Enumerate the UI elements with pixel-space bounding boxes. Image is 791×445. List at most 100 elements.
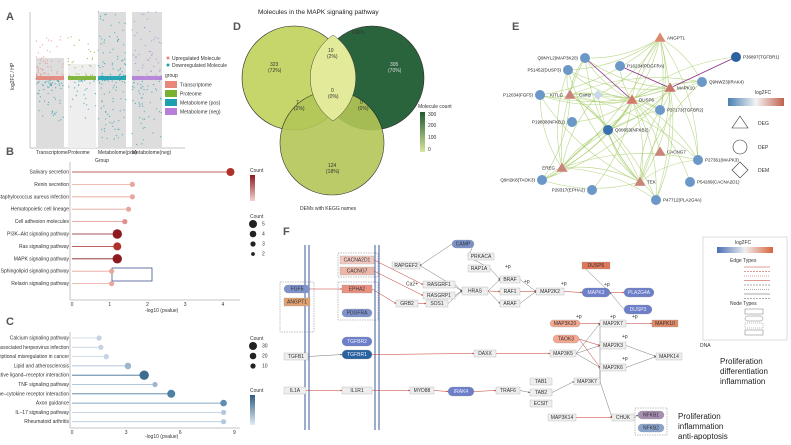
lollipop-dot	[113, 242, 122, 251]
lollipop-label: Salivary secretion	[30, 170, 70, 176]
legend-group-swatch-2	[165, 99, 177, 106]
pathway-edge	[487, 290, 501, 304]
strip-dot	[131, 132, 133, 135]
strip-dot	[68, 86, 70, 88]
strip-dot	[112, 98, 114, 100]
lollipop-label: Neuroactive ligand–receptor interaction	[0, 373, 69, 379]
network-edge	[561, 129, 609, 169]
pathway-label-TAB1: TAB1	[535, 379, 547, 385]
network-node-Q9NWZ3	[697, 77, 707, 87]
venn-colorbar	[420, 112, 425, 152]
strip-dot	[73, 44, 75, 46]
network-edge	[569, 77, 703, 96]
strip-dot	[122, 59, 124, 61]
f-edge-types: Edge Types	[730, 258, 757, 264]
pathway-edge	[487, 279, 501, 292]
strip-dot	[134, 49, 136, 51]
strip-dot	[67, 60, 69, 63]
panel-b-xlabel: -log10 (pvalue)	[145, 308, 179, 314]
strip-dot	[153, 39, 155, 41]
pathway-node-MAP2K7	[599, 319, 627, 328]
strip-dot	[61, 66, 64, 68]
strip-dot	[144, 118, 146, 120]
pathway-label-DUSP3: DUSP3	[630, 307, 647, 313]
strip-dot	[143, 89, 145, 91]
strip-dot	[142, 105, 144, 107]
pathway-node-MAP2K3	[599, 341, 627, 350]
pathway-edge	[578, 338, 601, 346]
strip-dot	[118, 128, 120, 130]
x-tick: 2	[146, 302, 149, 308]
strip-dot	[109, 74, 112, 76]
pathway-label-GRB2: GRB2	[400, 301, 414, 307]
panel-a-xtick-1: Proteome	[68, 150, 90, 156]
pathway-edge	[489, 268, 501, 280]
strip-dot	[158, 111, 160, 113]
strip-dot	[136, 32, 138, 34]
f-outcome2-1: inflammation	[678, 422, 723, 431]
strip-dot	[38, 90, 40, 92]
pathway-label-RASGRP1: RASGRP1	[427, 293, 451, 299]
strip-dot	[119, 110, 121, 112]
f-outcome2-0: Proliferation	[678, 412, 721, 421]
strip-dot	[38, 93, 40, 95]
panel-f-letter: F	[283, 226, 290, 238]
network-label-ANGPT1: ANGPT1	[667, 36, 686, 41]
strip-dot	[46, 49, 49, 51]
strip-dot	[44, 62, 46, 64]
pathway-node-TRAF6	[495, 386, 521, 395]
strip-dot	[112, 125, 114, 127]
network-node-DUSP6	[625, 93, 639, 105]
strip-dot	[133, 82, 135, 84]
f-legend-node-3	[744, 322, 764, 329]
panel-c-xlabel: -log10 (pvalue)	[145, 434, 179, 440]
venn-r5-count: 0	[360, 100, 363, 106]
panel-c-legend-title: Count	[250, 388, 264, 394]
strip-dot	[47, 92, 49, 95]
legend-group-1: Proteome	[180, 92, 202, 98]
strip-dot	[62, 84, 64, 87]
strip-dot	[119, 74, 121, 76]
network-edge	[539, 94, 563, 169]
strip-dot	[54, 98, 57, 100]
strip-dot	[43, 88, 45, 91]
strip-dot	[151, 54, 153, 57]
strip-dot	[38, 110, 40, 112]
x-tick: 3	[184, 302, 187, 308]
pathway-edge	[563, 291, 583, 294]
pathway-label-NFKB1: NFKB1	[643, 413, 659, 419]
pathway-node-MAPK3	[581, 287, 611, 298]
strip-dot	[159, 69, 161, 71]
strip-dot	[140, 87, 142, 89]
venn-r3-pct: (2%)	[294, 106, 305, 112]
phospho-label: +p	[505, 264, 511, 270]
network-edge	[539, 94, 633, 105]
strip-dot	[157, 37, 159, 40]
phospho-label: +p	[604, 282, 610, 288]
strip-dot	[95, 105, 97, 107]
strip-dot	[42, 68, 44, 70]
strip-dot	[155, 11, 157, 13]
strip-dot	[107, 80, 109, 82]
strip-dot	[93, 51, 95, 54]
strip-dot	[98, 65, 100, 67]
pathway-label-CHUK: CHUK	[616, 415, 631, 421]
strip-dot	[42, 115, 44, 117]
lollipop-dot	[98, 344, 104, 350]
strip-dot	[46, 59, 48, 62]
strip-dot	[141, 13, 143, 15]
network-edge	[561, 167, 657, 201]
strip-dot	[61, 73, 63, 75]
network-edge	[669, 87, 699, 161]
network-node-EREG	[555, 161, 569, 173]
venn-r6-pct: (18%)	[326, 169, 340, 175]
strip-dot	[108, 115, 111, 118]
lollipop-dot	[122, 219, 128, 225]
strip-dot	[39, 96, 42, 98]
lollipop-label: Hematopoietic cell lineage	[11, 207, 70, 213]
strip-dot	[89, 82, 91, 84]
strip-dot	[159, 70, 161, 72]
strip-dot	[111, 122, 113, 124]
venn-r0-count: 323	[270, 62, 279, 68]
lollipop-dot	[112, 229, 122, 239]
